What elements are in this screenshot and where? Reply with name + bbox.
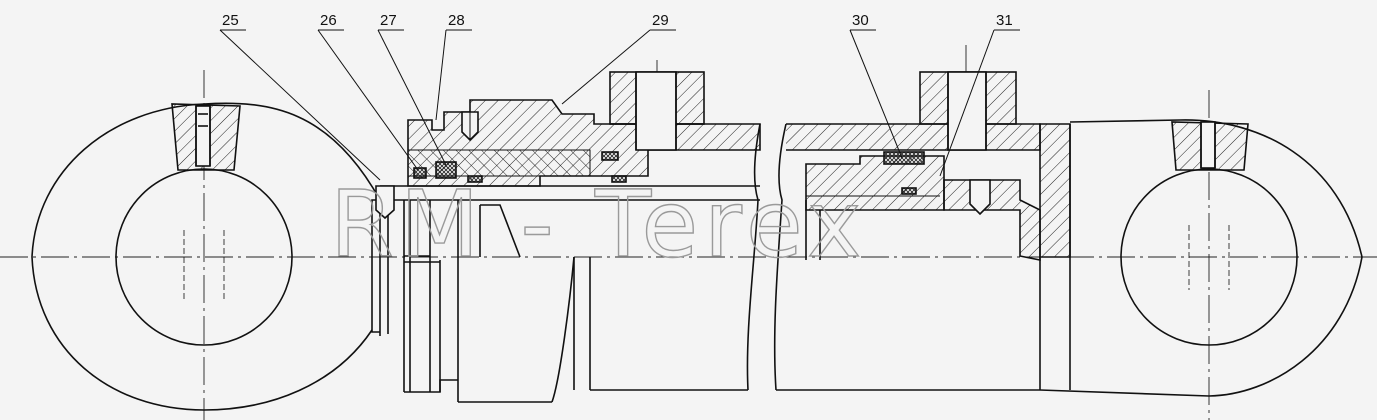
port-boss-right — [919, 71, 1017, 151]
callout-25: 25 — [222, 12, 239, 29]
callout-26: 26 — [320, 12, 337, 29]
callout-28: 28 — [448, 12, 465, 29]
piston — [805, 151, 1041, 261]
port-boss-left — [609, 71, 705, 151]
callout-30: 30 — [852, 12, 869, 29]
callouts — [219, 29, 1020, 181]
watermark: RM - Terex — [330, 171, 867, 278]
seal-27 — [435, 161, 457, 179]
callout-31: 31 — [996, 12, 1013, 29]
seal-26 — [413, 167, 427, 179]
cylinder-head — [375, 99, 761, 220]
left-rod-eye — [31, 102, 381, 411]
callout-29: 29 — [652, 12, 669, 29]
seal-30 — [883, 151, 925, 165]
callout-27: 27 — [380, 12, 397, 29]
right-end-cap — [1039, 119, 1363, 397]
